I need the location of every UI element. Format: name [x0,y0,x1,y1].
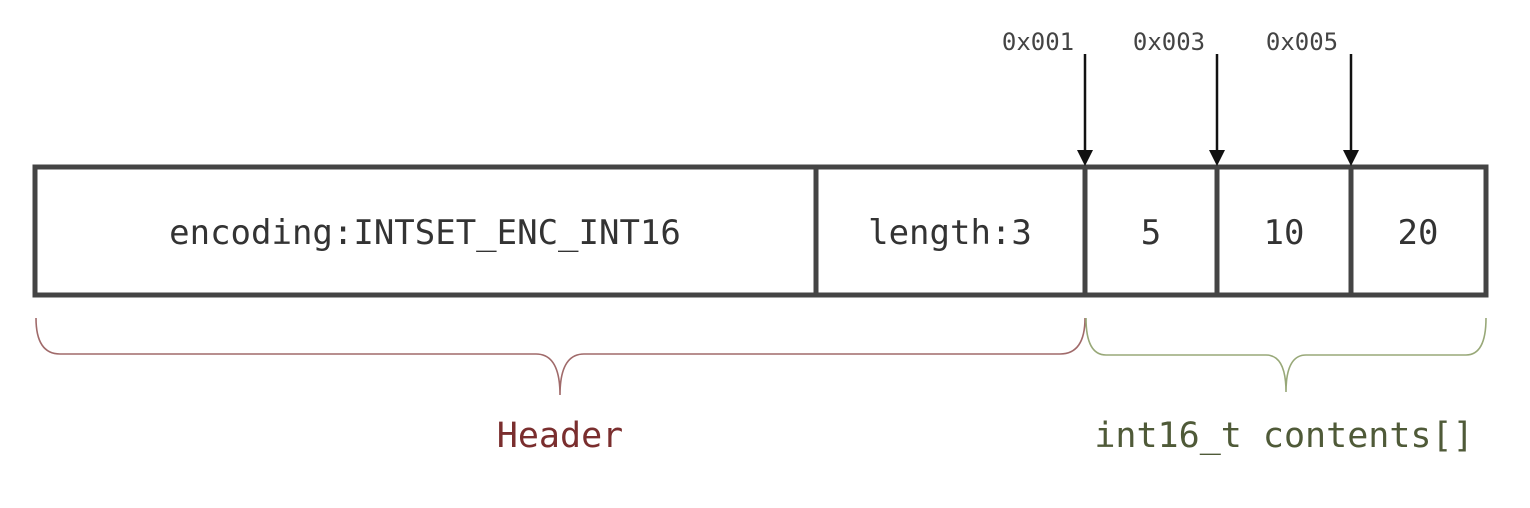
contents-group: int16_t contents[] [1085,317,1487,456]
element-cell-0-label: 5 [1141,213,1161,253]
element-cell-2-label: 20 [1398,213,1439,253]
length-cell [813,164,1088,298]
pointer-0-arrowhead [1077,150,1093,166]
pointer-0-label: 0x001 [1002,28,1074,56]
memory-row: encoding:INTSET_ENC_INT16 length:3 5 10 … [32,164,1489,298]
contents-brace [1085,317,1487,393]
element-cell-2 [1348,164,1489,298]
address-pointers: 0x001 0x003 0x005 [1002,28,1359,166]
header-brace [35,317,1086,396]
length-cell-label: length:3 [868,213,1032,253]
pointer-1-label: 0x003 [1133,28,1205,56]
encoding-cell-label: encoding:INTSET_ENC_INT16 [169,213,681,253]
encoding-cell [32,164,819,298]
pointer-2-label: 0x005 [1266,28,1338,56]
contents-label: int16_t contents[] [1094,416,1473,456]
header-group: Header [35,317,1086,456]
pointer-1-arrowhead [1209,150,1225,166]
element-cell-0 [1082,164,1220,298]
pointer-2-arrowhead [1343,150,1359,166]
element-cell-1-label: 10 [1264,213,1305,253]
header-label: Header [497,416,623,456]
